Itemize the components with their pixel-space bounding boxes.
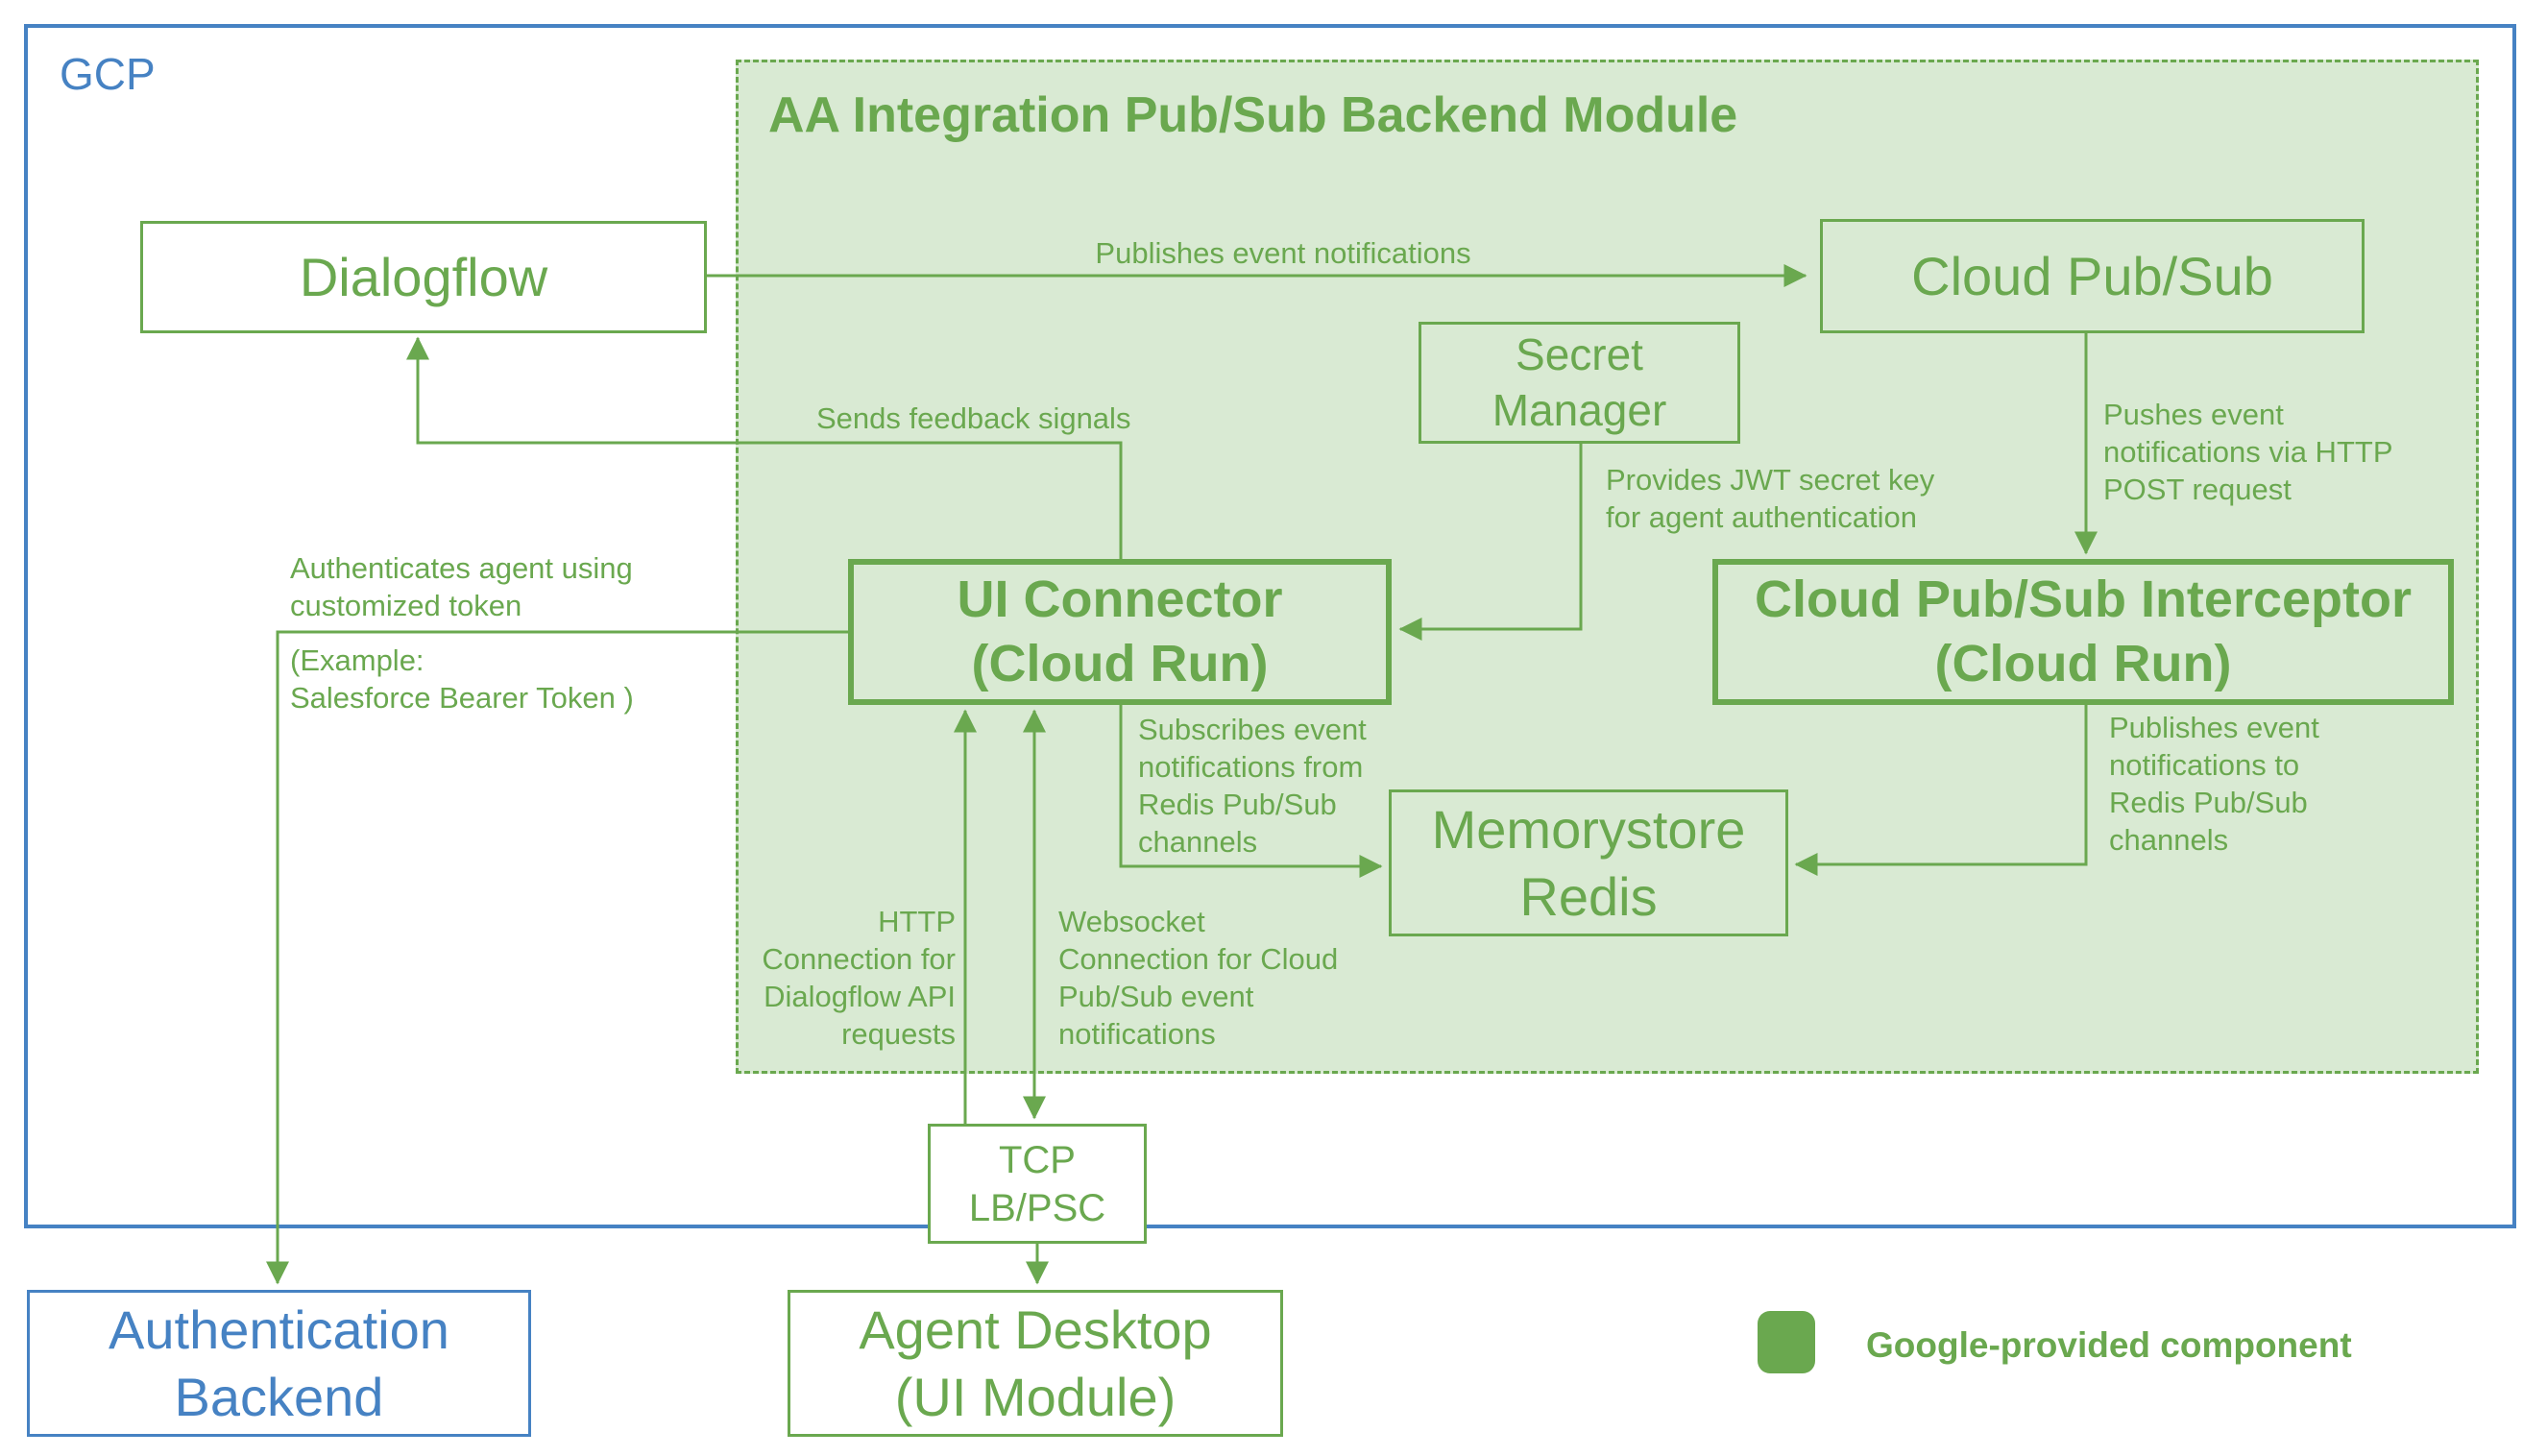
legend-label: Google-provided component (1866, 1325, 2352, 1365)
node-cloud-pubsub-interceptor: Cloud Pub/Sub Interceptor (Cloud Run) (1712, 559, 2454, 705)
node-authentication-backend: Authentication Backend (27, 1290, 531, 1437)
edge-authenticate-line (266, 630, 848, 1285)
edge-label-subscribe-redis: Subscribes event notifications from Redi… (1138, 713, 1367, 859)
node-memorystore-redis: Memorystore Redis (1389, 789, 1788, 936)
edge-label-feedback: Sends feedback signals (816, 401, 1131, 435)
edge-label-websocket-connection: Websocket Connection for Cloud Pub/Sub e… (1058, 905, 1339, 1051)
node-dialogflow: Dialogflow (140, 221, 707, 333)
edge-label-jwt-secret: Provides JWT secret key for agent authen… (1606, 463, 1935, 534)
node-ui-connector: UI Connector (Cloud Run) (848, 559, 1392, 705)
edge-label-publish-redis: Publishes event notifications to Redis P… (2109, 711, 2319, 857)
module-title: AA Integration Pub/Sub Backend Module (768, 87, 1738, 143)
edge-label-publishes: Publishes event notifications (1095, 236, 1471, 270)
edge-feedback-line (406, 336, 1123, 559)
edge-jwt-line (1398, 444, 1583, 641)
edge-publish-redis-line (1794, 705, 2088, 876)
gcp-label: GCP (60, 49, 156, 99)
node-tcp-lb-psc: TCP LB/PSC (928, 1124, 1147, 1244)
node-secret-manager: Secret Manager (1419, 322, 1740, 444)
edge-label-authenticates: Authenticates agent using customized tok… (290, 551, 633, 622)
node-cloud-pubsub: Cloud Pub/Sub (1820, 219, 2365, 333)
legend-google-swatch (1758, 1311, 1815, 1373)
edge-label-pushes: Pushes event notifications via HTTP POST… (2103, 398, 2393, 506)
edge-subscribe-redis-line (1119, 705, 1383, 878)
edge-label-authenticates-example: (Example: Salesforce Bearer Token ) (290, 643, 634, 715)
node-agent-desktop: Agent Desktop (UI Module) (788, 1290, 1283, 1437)
edge-label-http-connection: HTTP Connection for Dialogflow API reque… (762, 905, 956, 1051)
